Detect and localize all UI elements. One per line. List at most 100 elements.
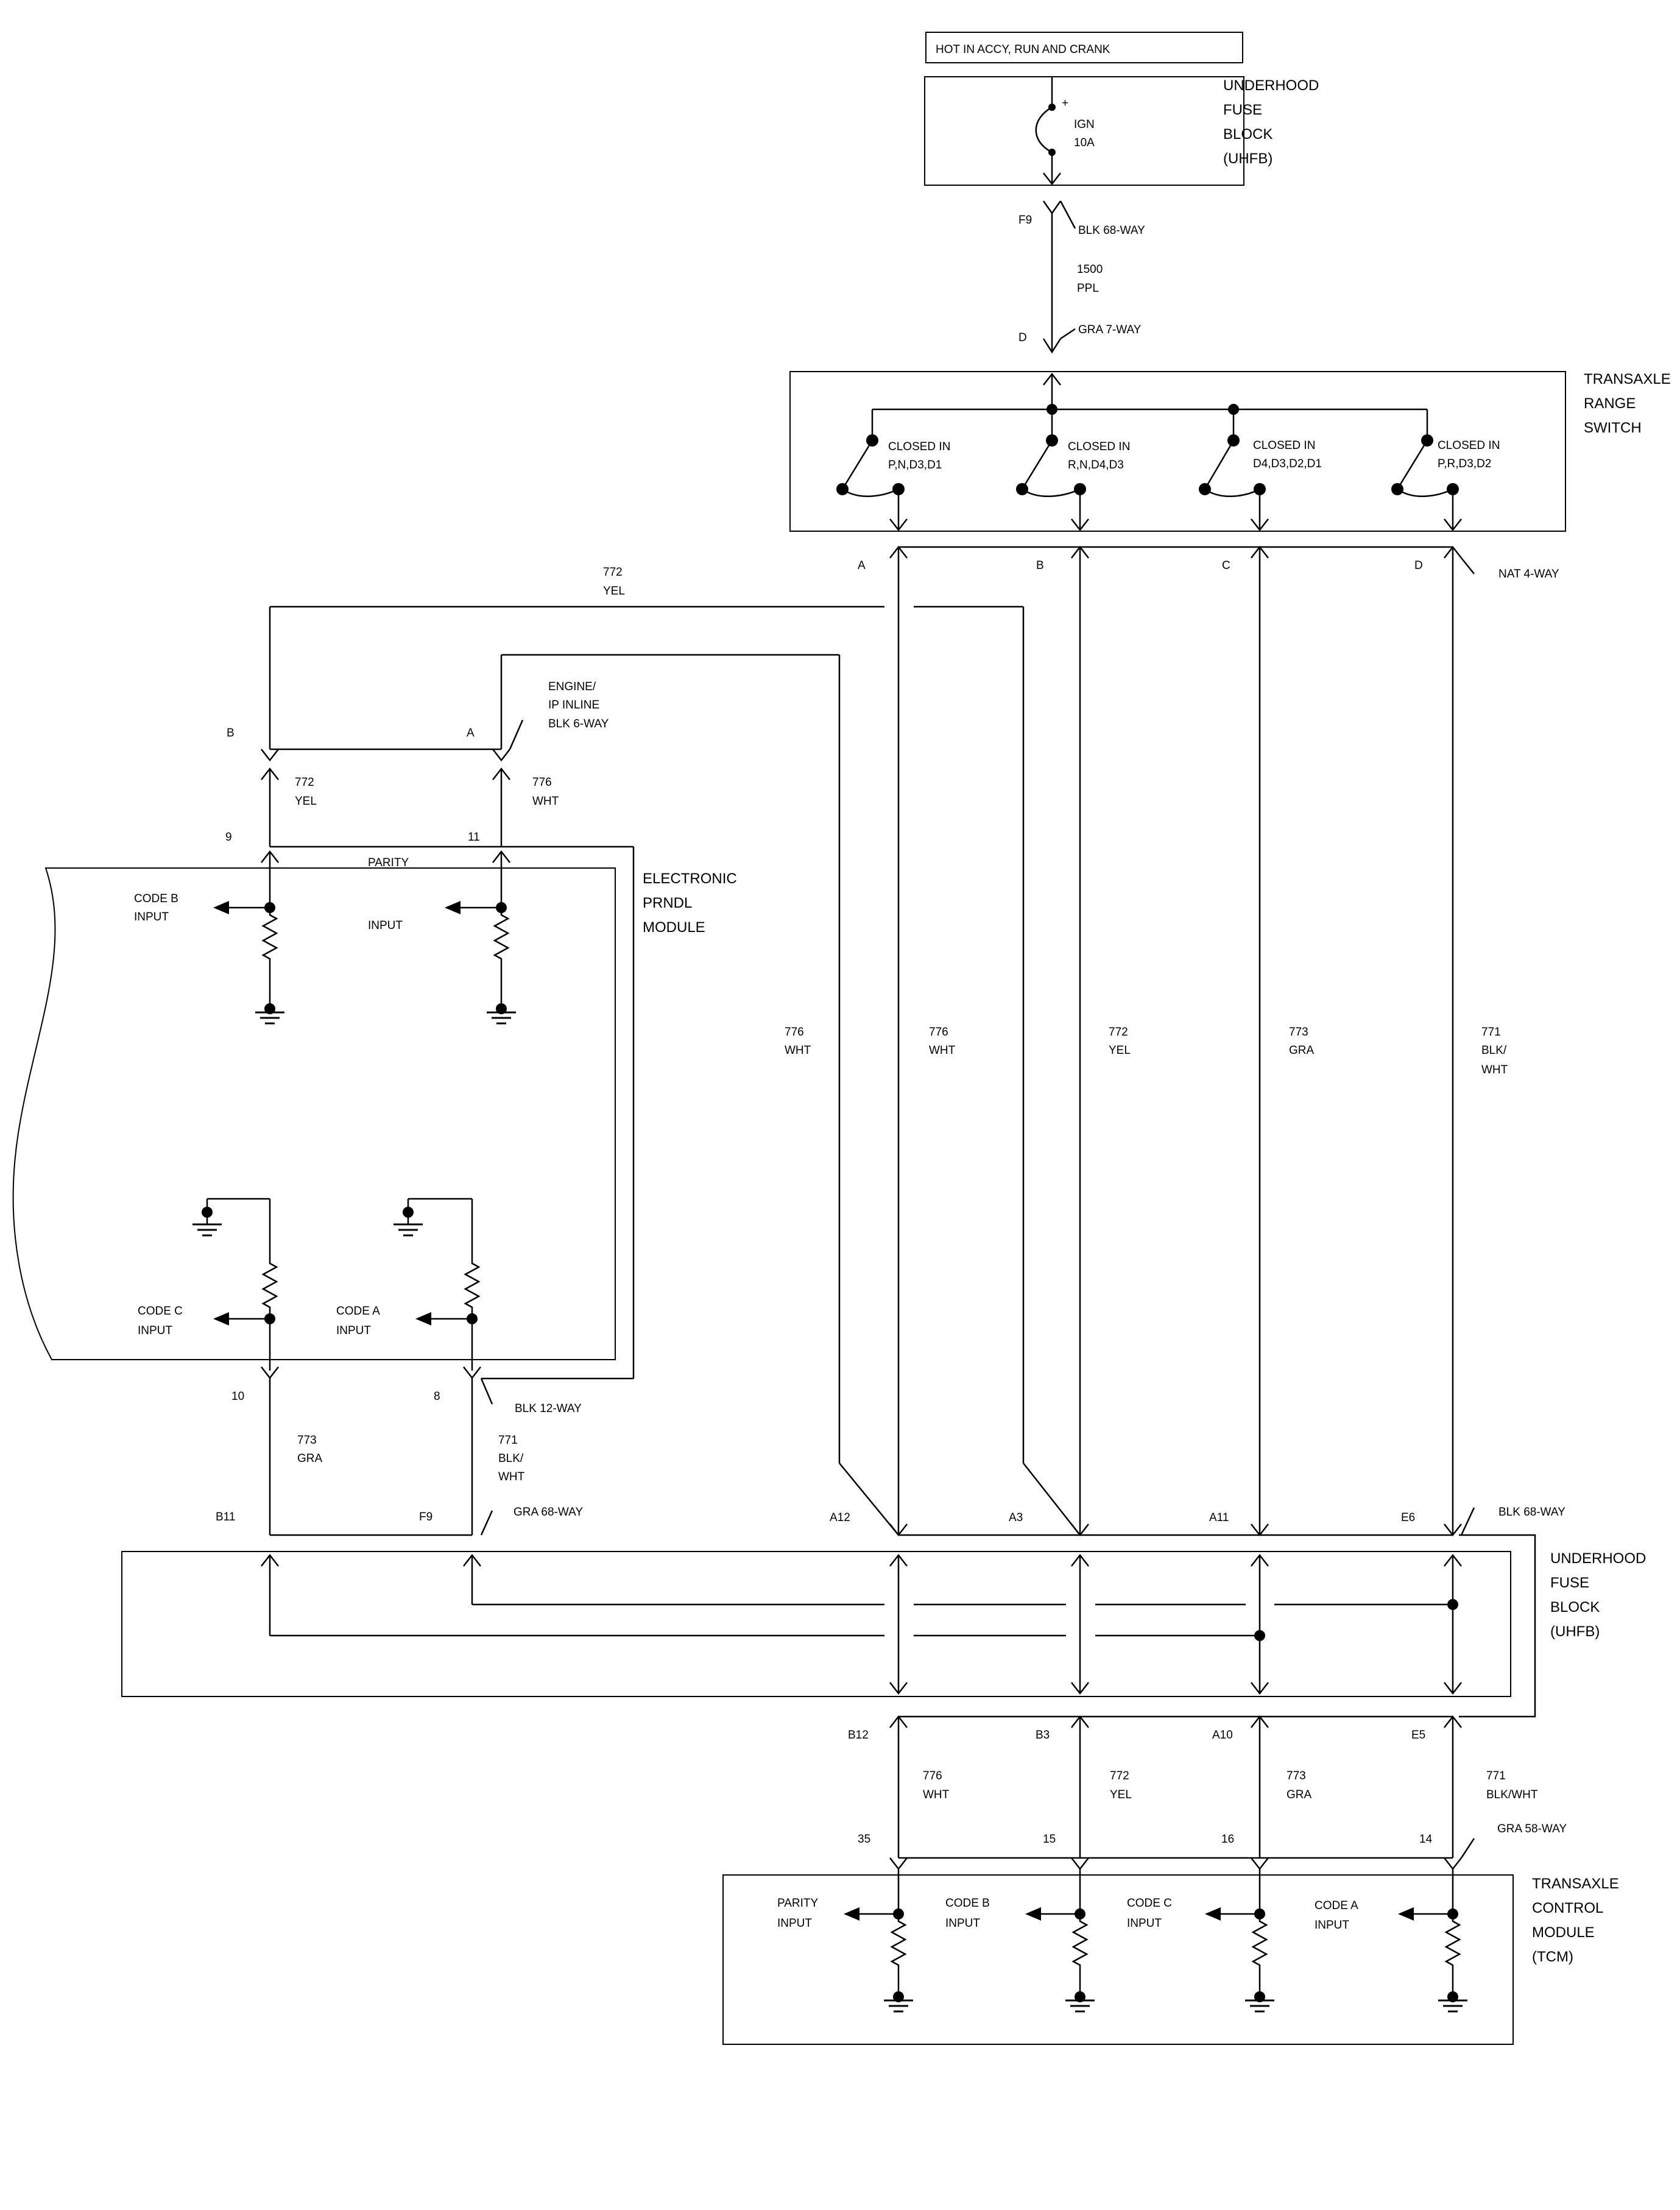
prndl-lower-wires: 10 8 BLK 12-WAY 773 GRA 771 BLK/ WHT B11… <box>216 1366 583 1536</box>
engine-inline-label-3: BLK 6-WAY <box>548 718 609 730</box>
wire-776-left-circuit: 776 <box>785 1026 804 1039</box>
prndl-parity-input: PARITY INPUT <box>368 852 517 1025</box>
uhfb-pin-a11: A11 <box>1209 1511 1229 1524</box>
electronic-prndl-module: CODE B INPUT PARITY INPUT <box>12 847 737 1380</box>
tcm-parity-label-1: PARITY <box>777 1897 819 1910</box>
prndl-left-color: YEL <box>295 795 317 808</box>
mid-wire-771-circuit: 771 <box>1481 1026 1501 1039</box>
tcm-code-a-label-2: INPUT <box>1315 1919 1349 1932</box>
rs-pin-b: B <box>1036 559 1044 572</box>
range-switch-output-connector: A B C D NAT 4-WAY <box>858 546 1559 581</box>
range-switch-title-3: SWITCH <box>1584 420 1642 436</box>
mid-wire-773-circuit: 773 <box>1289 1026 1308 1039</box>
tcm-code-a-input: CODE A INPUT <box>1315 1869 1469 2013</box>
uhfb-top: + IGN 10A UNDERHOOD FUSE BLOCK (UHFB) <box>924 76 1319 186</box>
wire-776-left-loop: 776 WHT <box>500 654 899 1536</box>
power-note-text: HOT IN ACCY, RUN AND CRANK <box>936 43 1110 56</box>
prndl-code-b-label-2: INPUT <box>134 911 169 923</box>
uhfb-mid-title-4: (UHFB) <box>1550 1623 1600 1640</box>
prndl-pin-8: 8 <box>434 1390 440 1403</box>
prndl-title-2: PRNDL <box>643 895 692 911</box>
tcm-pin-16: 16 <box>1221 1833 1234 1846</box>
prndl-title-3: MODULE <box>643 919 705 936</box>
range-switch-3-label-1: CLOSED IN <box>1253 439 1315 452</box>
power-note: HOT IN ACCY, RUN AND CRANK <box>925 32 1243 63</box>
prndl-pin-9: 9 <box>225 831 232 844</box>
tcm-wire-776-color: WHT <box>923 1788 950 1801</box>
tcm-title-4: (TCM) <box>1532 1949 1573 1965</box>
prndl-code-a-input: CODE A INPUT <box>336 1198 480 1371</box>
rs-pin-c: C <box>1222 559 1230 572</box>
uhfb-top-title-1: UNDERHOOD <box>1223 77 1319 94</box>
wire-772-top-loop: 772 YEL <box>269 566 1081 1536</box>
tcm-wire-776-circuit: 776 <box>923 1770 942 1782</box>
uhfb-pin-a10: A10 <box>1212 1729 1233 1742</box>
uhfb-mid-title-1: UNDERHOOD <box>1550 1550 1646 1567</box>
mid-wire-bundle: 776 WHT 772 YEL 773 GRA 771 BLK/ WHT A12… <box>830 547 1565 1536</box>
tcm-code-b-label-2: INPUT <box>945 1917 980 1930</box>
fuse-rating: 10A <box>1074 136 1095 149</box>
tcm-code-a-label-1: CODE A <box>1315 1899 1358 1912</box>
wire-772-top-circuit: 772 <box>603 566 623 579</box>
range-switch-4: CLOSED IN P,R,D3,D2 <box>1391 409 1500 531</box>
prndl-lower-left-color: GRA <box>297 1452 323 1465</box>
prndl-code-b-input: CODE B INPUT <box>134 852 286 1025</box>
wire-772-top-color: YEL <box>603 585 625 598</box>
tcm-wire-771-circuit: 771 <box>1486 1770 1506 1782</box>
prndl-right-circuit: 776 <box>532 776 552 789</box>
engine-inline-label-1: ENGINE/ <box>548 680 596 693</box>
prndl-lower-connector: BLK 12-WAY <box>515 1402 582 1415</box>
prndl-lower-left-circuit: 773 <box>297 1434 317 1447</box>
range-switch-2: CLOSED IN R,N,D4,D3 <box>1016 409 1130 531</box>
prndl-parity-label-2: INPUT <box>368 919 403 932</box>
prndl-code-b-label-1: CODE B <box>134 892 178 905</box>
range-switch-1: CLOSED IN P,N,D3,D1 <box>836 409 950 531</box>
uhfb-gra-68-connector: GRA 68-WAY <box>514 1506 583 1519</box>
tcm-wire-772-circuit: 772 <box>1110 1770 1129 1782</box>
range-switch-title-2: RANGE <box>1584 395 1636 412</box>
tcm-wire-773-circuit: 773 <box>1286 1770 1306 1782</box>
uhfb-mid-title-3: BLOCK <box>1550 1599 1600 1615</box>
mid-wire-771-color-2: WHT <box>1481 1064 1508 1076</box>
prndl-upper-wires: 772 YEL 776 WHT 9 11 <box>225 769 634 864</box>
uhfb-top-title-4: (UHFB) <box>1223 150 1272 167</box>
rs-output-connector: NAT 4-WAY <box>1498 568 1559 581</box>
feed-top-pin: F9 <box>1018 214 1032 227</box>
rs-pin-d: D <box>1414 559 1423 572</box>
mid-wire-776-color: WHT <box>929 1044 956 1057</box>
prndl-right-color: WHT <box>532 795 559 808</box>
prndl-code-a-label-2: INPUT <box>336 1324 371 1337</box>
range-switch-3: CLOSED IN D4,D3,D2,D1 <box>1199 409 1322 531</box>
feed-wire-1500: F9 BLK 68-WAY 1500 PPL D GRA 7-WAY <box>1018 200 1145 354</box>
uhfb-pin-b11: B11 <box>216 1511 235 1523</box>
uhfb-pin-b3: B3 <box>1036 1729 1050 1742</box>
tcm-wire-772-color: YEL <box>1110 1788 1132 1801</box>
engine-inline-pin-b: B <box>227 727 235 740</box>
prndl-title-1: ELECTRONIC <box>643 870 737 887</box>
range-switch-2-label-2: R,N,D4,D3 <box>1068 459 1124 471</box>
prndl-lower-right-circuit: 771 <box>498 1434 518 1447</box>
mid-wire-772-circuit: 772 <box>1109 1026 1128 1039</box>
tcm-wire-771-color: BLK/WHT <box>1486 1788 1538 1801</box>
uhfb-pin-e6: E6 <box>1401 1511 1415 1524</box>
uhfb-top-title-2: FUSE <box>1223 102 1262 118</box>
tcm-pin-14: 14 <box>1419 1833 1433 1846</box>
tcm-pin-35: 35 <box>858 1833 870 1846</box>
range-switch-1-label-1: CLOSED IN <box>888 440 950 453</box>
prndl-code-c-label-2: INPUT <box>138 1324 172 1337</box>
uhfb-top-title-3: BLOCK <box>1223 126 1272 143</box>
wire-776-left-color: WHT <box>785 1044 811 1057</box>
uhfb-mid-title-2: FUSE <box>1550 1575 1589 1591</box>
tcm-title-3: MODULE <box>1532 1924 1595 1941</box>
feed-circuit: 1500 <box>1077 263 1103 276</box>
tcm-connector: GRA 58-WAY <box>1497 1823 1567 1835</box>
prndl-parity-label-1: PARITY <box>368 856 409 869</box>
uhfb-blk-68-connector: BLK 68-WAY <box>1498 1506 1565 1519</box>
fuse-plus-label: + <box>1062 97 1068 110</box>
fuse-name: IGN <box>1074 118 1095 131</box>
prndl-lower-right-color-1: BLK/ <box>498 1452 524 1465</box>
mid-wire-773-color: GRA <box>1289 1044 1315 1057</box>
tcm-pin-15: 15 <box>1043 1833 1056 1846</box>
prndl-pin-10: 10 <box>231 1390 244 1403</box>
